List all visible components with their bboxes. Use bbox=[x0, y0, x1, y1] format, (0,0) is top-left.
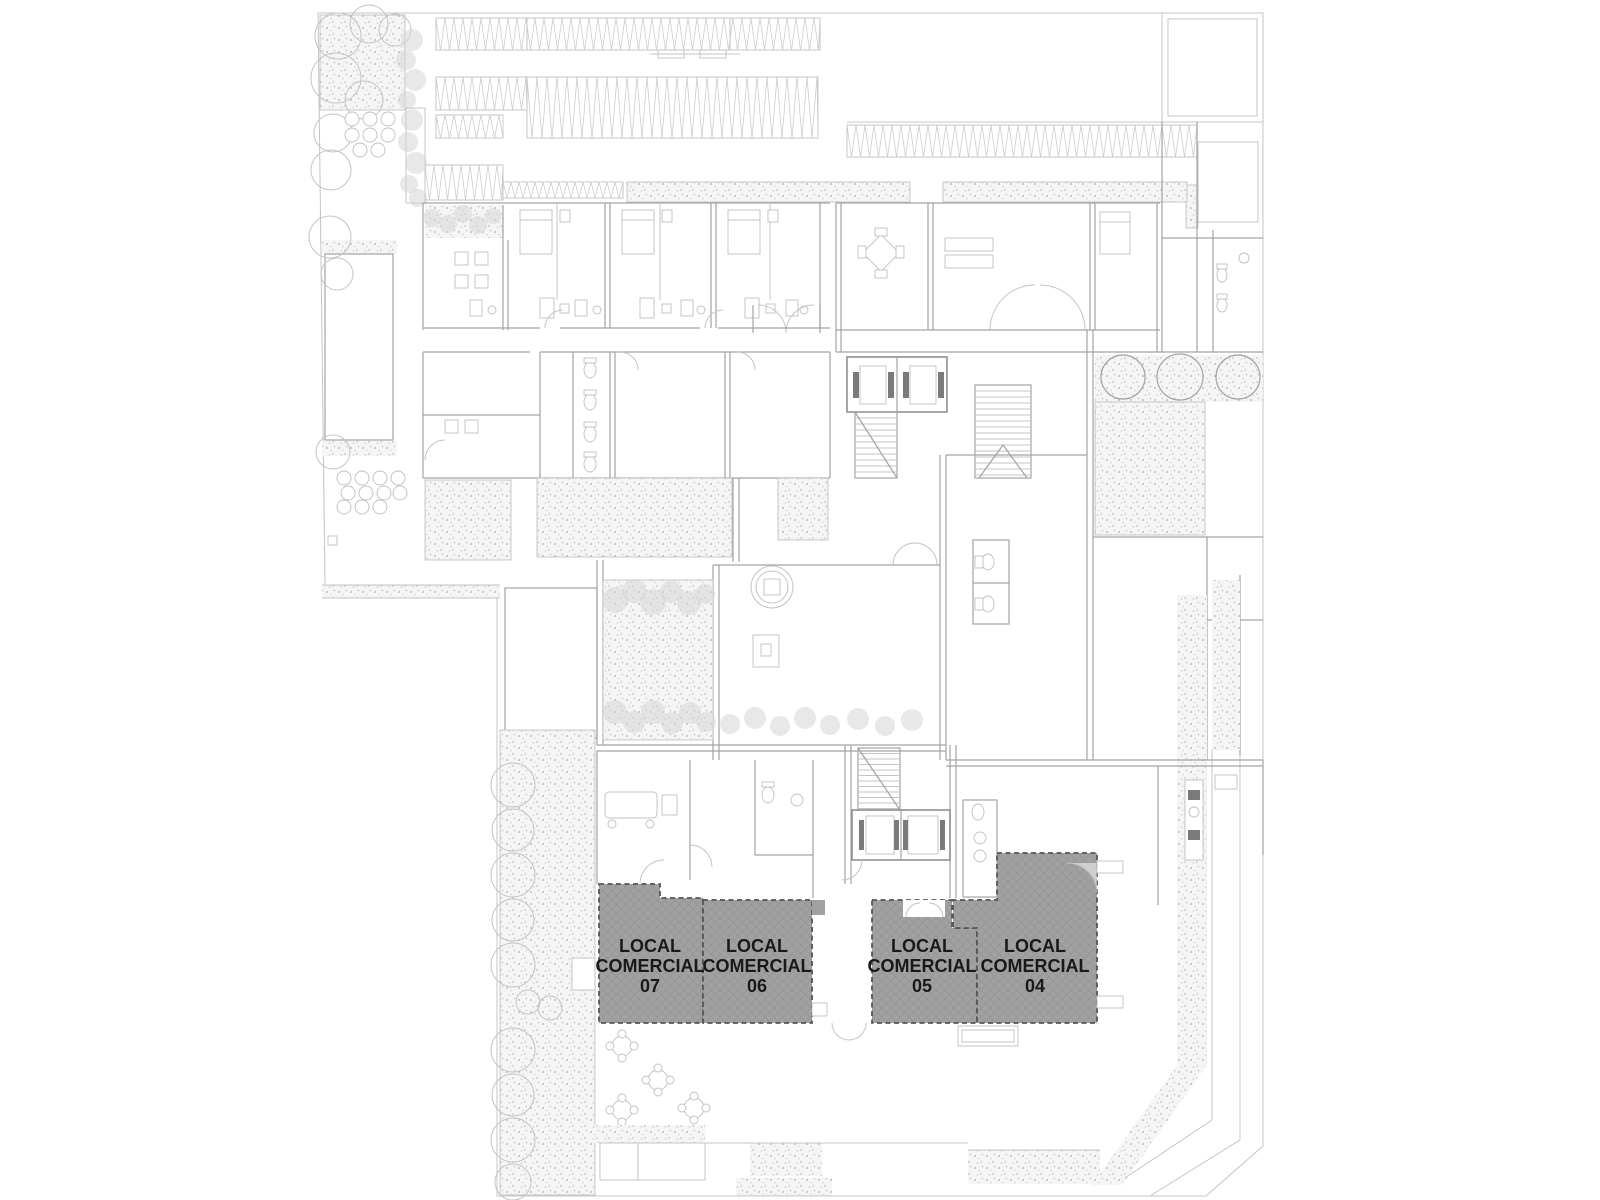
local-06-label-1: LOCAL bbox=[726, 936, 788, 956]
fountain bbox=[750, 565, 794, 609]
cart-icon bbox=[650, 49, 740, 59]
bath-fixtures bbox=[469, 297, 809, 319]
small-tables-lower bbox=[336, 470, 408, 515]
local-07-label-1: LOCAL bbox=[619, 936, 681, 956]
wc-strip bbox=[583, 357, 597, 473]
local-comercial-07-area bbox=[598, 883, 704, 1024]
lower-mid-rooms bbox=[596, 751, 814, 898]
local-04-label-3: 04 bbox=[1025, 976, 1045, 996]
local-06-label-3: 06 bbox=[747, 976, 767, 996]
left-tree-strip bbox=[490, 729, 596, 1200]
roof-block bbox=[1161, 12, 1264, 229]
garden-trees bbox=[602, 579, 923, 736]
tree-icon bbox=[310, 4, 412, 191]
local-05-label-3: 05 bbox=[912, 976, 932, 996]
wc-fixtures bbox=[1216, 252, 1250, 313]
upper-rooms bbox=[422, 122, 1263, 352]
staircase-a1 bbox=[854, 411, 898, 479]
shrub-bed bbox=[396, 29, 426, 109]
mid-rooms bbox=[422, 352, 831, 479]
elevator-core-a bbox=[846, 356, 1032, 479]
tree-row bbox=[490, 762, 563, 1200]
parking-area bbox=[424, 17, 1263, 201]
local-07-label-2: COMERCIAL bbox=[596, 956, 705, 976]
local-05-label-1: LOCAL bbox=[891, 936, 953, 956]
pool bbox=[324, 253, 394, 441]
local-04-label-2: COMERCIAL bbox=[981, 956, 1090, 976]
wc-center bbox=[972, 539, 1010, 625]
staircase-b bbox=[857, 747, 901, 811]
local-07-label-3: 07 bbox=[640, 976, 660, 996]
wc-strip-b bbox=[962, 799, 998, 898]
small-tables-upper bbox=[344, 111, 396, 158]
right-lower-rooms bbox=[946, 759, 1264, 905]
kitchen bbox=[1184, 774, 1238, 861]
local-comercial-04-area bbox=[952, 852, 1124, 1024]
left-landscape bbox=[308, 4, 500, 599]
locale-labels: LOCAL COMERCIAL 07 LOCAL COMERCIAL 06 LO… bbox=[596, 936, 1090, 996]
skylight-grid bbox=[1197, 141, 1259, 223]
local-05-label-2: COMERCIAL bbox=[868, 956, 977, 976]
corridor bbox=[423, 309, 1263, 371]
bed-icon bbox=[519, 209, 779, 255]
local-06-label-2: COMERCIAL bbox=[703, 956, 812, 976]
local-04-label-1: LOCAL bbox=[1004, 936, 1066, 956]
gurney-icon bbox=[604, 791, 678, 829]
local-comercial-06-area bbox=[702, 899, 828, 1024]
table-chairs-icon bbox=[857, 227, 905, 279]
shrub-strip bbox=[398, 109, 427, 207]
local-comercial-05-area bbox=[871, 899, 978, 1024]
courtyard bbox=[504, 560, 946, 752]
elevator-core-b bbox=[841, 745, 957, 898]
ramp bbox=[504, 587, 598, 739]
staircase-a2 bbox=[974, 384, 1032, 479]
round-table-icon bbox=[605, 1029, 711, 1127]
terrace bbox=[593, 1022, 1019, 1196]
right-garden bbox=[1094, 401, 1206, 536]
commercial-locales: LOCAL COMERCIAL 07 LOCAL COMERCIAL 06 LO… bbox=[596, 852, 1124, 1024]
entry-doors-locales bbox=[831, 1022, 867, 1041]
